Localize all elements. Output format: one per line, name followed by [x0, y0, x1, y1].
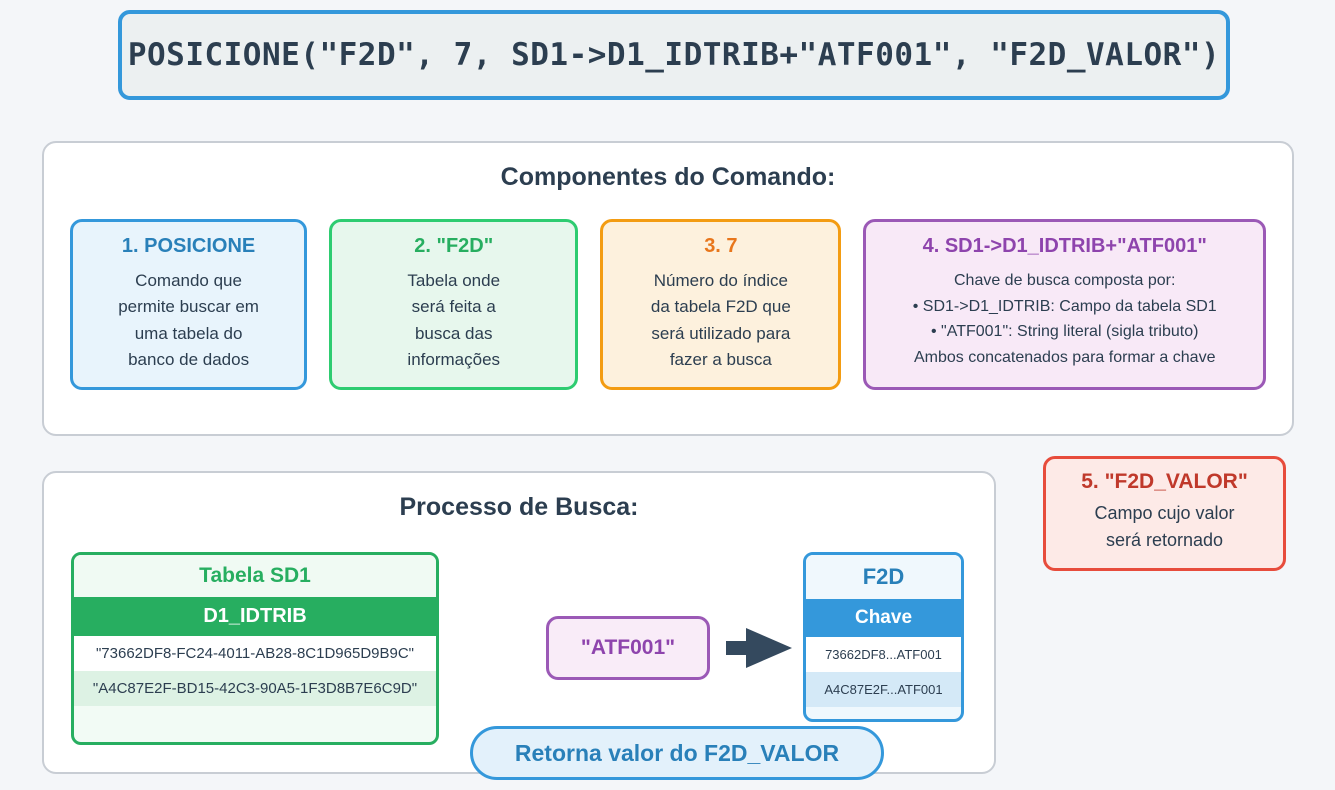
process-panel-title: Processo de Busca:: [399, 493, 639, 521]
table-row: 73662DF8...ATF001: [806, 637, 961, 672]
component-card-body: Número do índice da tabela F2D que será …: [651, 268, 791, 373]
card-body-line: Tabela onde: [407, 271, 501, 290]
card-body-line: • SD1->D1_IDTRIB: Campo da tabela SD1: [912, 297, 1217, 315]
card-body-line: Comando que: [135, 271, 242, 290]
table-sd1-caption: Tabela SD1: [74, 555, 436, 597]
table-sd1: Tabela SD1 D1_IDTRIB "73662DF8-FC24-4011…: [71, 552, 439, 745]
card-body-line: será feita a: [411, 297, 496, 317]
search-key-label: "ATF001": [580, 636, 676, 659]
component-card-title: 3. 7: [704, 235, 738, 257]
component-card-title: 1. POSICIONE: [121, 235, 256, 257]
card-body-line: busca das: [414, 323, 493, 343]
card-body-line: da tabela F2D que: [650, 297, 791, 317]
return-value-label: Retorna valor do F2D_VALOR: [514, 739, 840, 766]
component-card-f2d-valor: 5. "F2D_VALOR" Campo cujo valor será ret…: [1043, 456, 1286, 572]
component-card-body: Campo cujo valor será retornado: [1094, 500, 1234, 554]
table-row: "A4C87E2F-BD15-42C3-90A5-1F3D8B7E6C9D": [74, 671, 436, 706]
component-card-posicione: 1. POSICIONE Comando que permite buscar …: [70, 219, 308, 391]
components-panel-title: Componentes do Comando:: [500, 163, 836, 191]
component-card-title: 5. "F2D_VALOR": [1081, 470, 1248, 493]
command-code-text: POSICIONE("F2D", 7, SD1->D1_IDTRIB+"ATF0…: [127, 37, 1221, 73]
search-key-badge: "ATF001": [546, 616, 710, 680]
card-body-line: Número do índice: [653, 271, 788, 290]
table-f2d: F2D Chave 73662DF8...ATF001 A4C87E2F...A…: [803, 552, 964, 722]
component-card-title: 4. SD1->D1_IDTRIB+"ATF001": [922, 235, 1207, 257]
arrow-right-icon: [726, 628, 792, 668]
card-body-line: banco de dados: [128, 350, 250, 370]
card-body-line: fazer a busca: [669, 350, 772, 370]
components-panel: Componentes do Comando: 1. POSICIONE Com…: [42, 141, 1294, 436]
card-body-line: permite buscar em: [118, 297, 259, 317]
table-f2d-column-header: Chave: [806, 599, 961, 637]
card-body-line: uma tabela do: [134, 323, 243, 343]
table-row: A4C87E2F...ATF001: [806, 672, 961, 707]
card-body-line: será utilizado para: [651, 323, 791, 343]
component-card-body: Tabela onde será feita a busca das infor…: [407, 268, 500, 373]
component-card-chave: 4. SD1->D1_IDTRIB+"ATF001" Chave de busc…: [863, 219, 1266, 391]
component-card-f2d: 2. "F2D" Tabela onde será feita a busca …: [329, 219, 579, 391]
table-sd1-column-header: D1_IDTRIB: [74, 597, 436, 636]
card-body-line: informações: [407, 350, 501, 370]
card-body-line: Ambos concatenados para formar a chave: [913, 348, 1216, 366]
command-code-box: POSICIONE("F2D", 7, SD1->D1_IDTRIB+"ATF0…: [118, 10, 1230, 100]
card-body-line: Chave de busca composta por:: [953, 272, 1176, 289]
component-card-body: Chave de busca composta por: • SD1->D1_I…: [913, 268, 1217, 370]
table-row: "73662DF8-FC24-4011-AB28-8C1D965D9B9C": [74, 636, 436, 671]
card-body-line: Campo cujo valor: [1094, 503, 1235, 524]
component-card-title: 2. "F2D": [414, 235, 494, 257]
card-body-line: • "ATF001": String literal (sigla tribut…: [931, 323, 1199, 341]
component-card-body: Comando que permite buscar em uma tabela…: [118, 268, 259, 373]
component-card-indice: 3. 7 Número do índice da tabela F2D que …: [600, 219, 842, 391]
component-cards-row: 1. POSICIONE Comando que permite buscar …: [70, 219, 1266, 391]
table-f2d-caption: F2D: [806, 555, 961, 599]
return-value-callout: Retorna valor do F2D_VALOR: [470, 726, 884, 780]
card-body-line: será retornado: [1105, 530, 1224, 551]
